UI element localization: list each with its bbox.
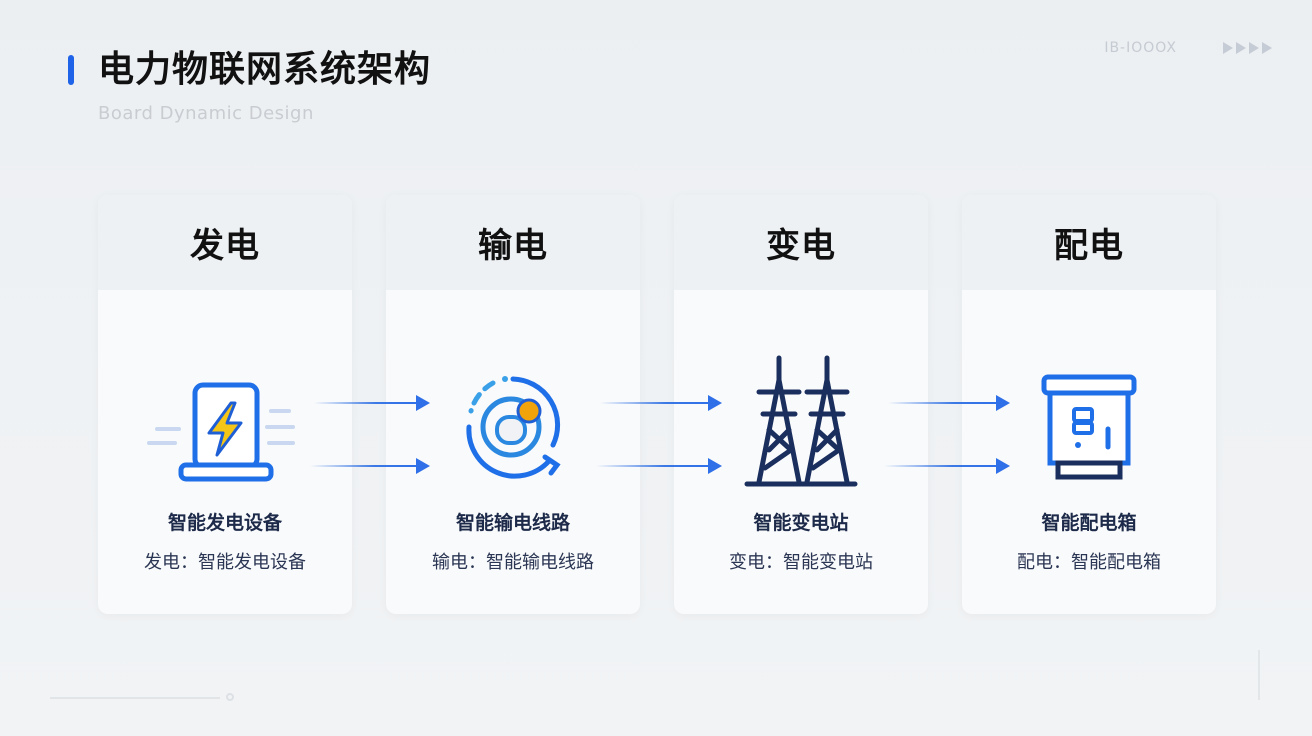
transmission-monitor-icon [386, 365, 640, 485]
page-code: IB-IOOOX [1104, 40, 1177, 56]
play-arrow-icon [1236, 42, 1246, 54]
page-subtitle: Board Dynamic Design [98, 103, 314, 124]
card-name: 智能配电箱 [1041, 512, 1137, 534]
flow-arrow-icon [888, 395, 1010, 411]
flow-arrow-icon [596, 458, 722, 474]
card-name: 智能变电站 [753, 512, 849, 534]
card-heading: 输电 [386, 195, 640, 290]
progress-dot-icon [226, 693, 234, 701]
progress-track [50, 697, 220, 699]
card-description: 配电：智能配电箱 [1017, 552, 1161, 573]
title-accent-bar [68, 55, 74, 85]
play-arrow-icon [1249, 42, 1259, 54]
card-transmission: 输电 智能输电线路 输电：智能输电线路 [386, 195, 640, 614]
nav-arrows[interactable] [1223, 42, 1272, 54]
page-title: 电力物联网系统架构 [98, 49, 432, 90]
card-description: 输电：智能输电线路 [432, 552, 594, 573]
card-description: 变电：智能变电站 [729, 552, 873, 573]
card-heading: 发电 [98, 195, 352, 290]
card-name: 智能输电线路 [455, 512, 570, 534]
distribution-box-icon [962, 365, 1216, 485]
top-right-nav: IB-IOOOX [1104, 40, 1272, 56]
card-generation: 发电 智能发电设备 发电：智能发电设备 [98, 195, 352, 614]
card-heading: 配电 [962, 195, 1216, 290]
flow-arrow-icon [600, 395, 722, 411]
flow-arrow-icon [884, 458, 1010, 474]
power-generator-icon [98, 365, 352, 485]
flow-arrow-icon [310, 458, 430, 474]
card-heading: 变电 [674, 195, 928, 290]
card-name: 智能发电设备 [167, 512, 282, 534]
play-arrow-icon [1223, 42, 1233, 54]
decorative-divider [1258, 650, 1260, 700]
card-description: 发电：智能发电设备 [144, 552, 306, 573]
transmission-tower-icon [674, 355, 928, 487]
play-arrow-icon [1262, 42, 1272, 54]
flow-arrow-icon [314, 395, 430, 411]
